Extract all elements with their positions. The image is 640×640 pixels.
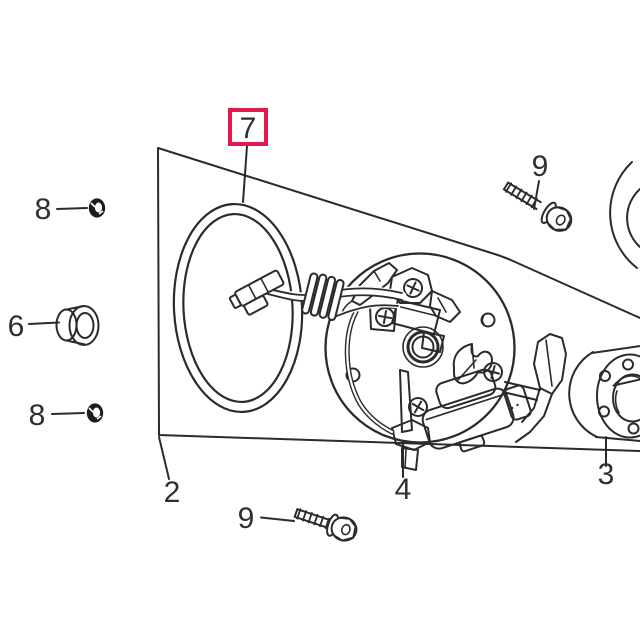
- phillips-screw: [375, 307, 395, 327]
- label-part3[interactable]: 3: [598, 458, 615, 491]
- label-part9-top[interactable]: 9: [532, 150, 549, 183]
- rotor-hub: [568, 345, 640, 442]
- label-part6[interactable]: 6: [8, 310, 25, 343]
- nut-bottom: [86, 403, 104, 423]
- label-part8-top[interactable]: 8: [35, 193, 52, 226]
- plate-hole: [480, 312, 496, 328]
- flange-bolt-bottom: [293, 508, 358, 542]
- flange-bolt-top: [502, 181, 573, 232]
- bushing: [55, 305, 100, 346]
- highlight-box[interactable]: [228, 108, 268, 146]
- phillips-screw: [483, 362, 503, 382]
- label-part8-bottom[interactable]: 8: [29, 399, 46, 432]
- stator-plate: [324, 252, 567, 471]
- flywheel-arcs: [609, 161, 640, 269]
- wire-grommet: [301, 272, 345, 321]
- gasket-ring: [172, 202, 304, 414]
- phillips-screw: [408, 397, 428, 417]
- wire-connector: [228, 269, 285, 316]
- label-part2[interactable]: 2: [164, 476, 181, 509]
- label-part4[interactable]: 4: [395, 473, 412, 506]
- ignition-coil: [421, 368, 532, 453]
- dot: [510, 406, 514, 410]
- phillips-screw: [403, 278, 423, 298]
- nut-top: [88, 198, 106, 218]
- label-part9-bottom[interactable]: 9: [238, 502, 255, 535]
- label-part7[interactable]: 7: [240, 112, 257, 145]
- cover-plate-outline: [157, 147, 640, 452]
- trigger-assembly: [391, 369, 431, 471]
- dot: [516, 403, 519, 407]
- leader-lines: [28, 145, 607, 522]
